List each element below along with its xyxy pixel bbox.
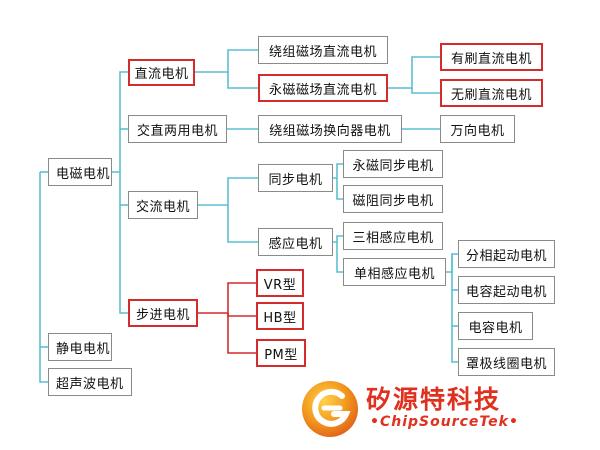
node-brushed-dc-motor: 有刷直流电机	[440, 43, 543, 71]
node-capacitor-start-motor: 电容起动电机	[458, 276, 555, 304]
node-three-phase-induction-motor: 三相感应电机	[343, 222, 443, 250]
node-wound-field-dc-motor: 绕组磁场直流电机	[258, 36, 388, 64]
node-ultrasonic-motor: 超声波电机	[48, 368, 132, 396]
node-ac-motor: 交流电机	[128, 191, 198, 219]
node-reluctance-synchronous-motor: 磁阻同步电机	[343, 185, 443, 213]
node-universal-motor: 万向电机	[440, 115, 515, 143]
node-shaded-pole-motor: 罩极线圈电机	[458, 348, 555, 376]
node-hb-type: HB型	[256, 302, 304, 330]
node-universal-motor-type: 交直两用电机	[128, 115, 227, 143]
node-brushless-dc-motor: 无刷直流电机	[440, 79, 543, 107]
node-electrostatic-motor: 静电电机	[48, 333, 112, 361]
node-pm-field-dc-motor: 永磁磁场直流电机	[258, 74, 388, 102]
node-vr-type: VR型	[256, 269, 304, 297]
brand-english-name: •ChipSourceTek•	[370, 414, 519, 430]
brand-logo: 矽源特科技 •ChipSourceTek•	[300, 378, 580, 438]
node-synchronous-motor: 同步电机	[258, 164, 333, 192]
node-induction-motor: 感应电机	[258, 228, 333, 256]
node-stepper-motor: 步进电机	[128, 299, 198, 327]
node-capacitor-motor: 电容电机	[458, 312, 533, 340]
brand-mark-icon	[302, 381, 358, 437]
node-wound-field-commutator-motor: 绕组磁场换向器电机	[258, 115, 402, 143]
node-pm-synchronous-motor: 永磁同步电机	[343, 150, 443, 178]
node-dc-motor: 直流电机	[128, 59, 195, 86]
node-single-phase-induction-motor: 单相感应电机	[343, 258, 446, 286]
node-split-phase-start-motor: 分相起动电机	[458, 240, 555, 268]
brand-chinese-name: 矽源特科技	[366, 385, 502, 414]
node-pm-type: PM型	[256, 339, 306, 367]
node-electromagnetic-motor: 电磁电机	[48, 158, 112, 186]
